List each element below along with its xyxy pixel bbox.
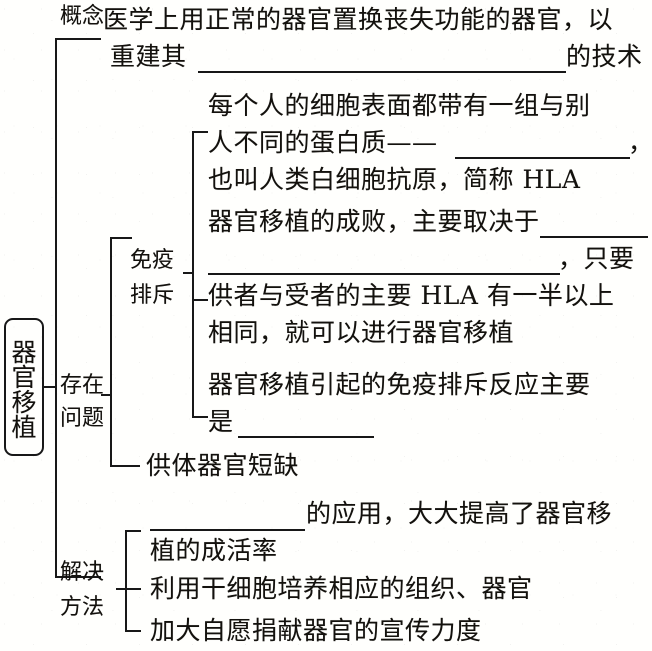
problem-shortage-text: 供体器官短缺 <box>146 451 300 480</box>
solution-item2-line1: 利用干细胞培养相应的组织、器官 <box>150 574 533 603</box>
sub-label-immune-line2: 排斥 <box>130 283 175 308</box>
immune-item3-blank <box>238 436 374 438</box>
spine-top-elbow <box>55 38 101 40</box>
immune-item3-line2: 是 <box>208 407 234 436</box>
concept-blank-1 <box>198 71 566 73</box>
solutions-sub-spine <box>125 530 127 630</box>
immune-item2-blank-b <box>208 273 560 275</box>
immune-item1-line3: 也叫人类白细胞抗原，简称 HLA <box>208 165 581 194</box>
root-node-box: 器官移植 <box>4 318 44 456</box>
solutions-spine-connector <box>116 588 126 590</box>
root-stem-connector <box>44 386 56 388</box>
branch-label-problems-line2: 问题 <box>60 406 105 431</box>
solutions-elbow-item1 <box>125 530 141 532</box>
main-spine <box>55 38 57 578</box>
immune-elbow-item2 <box>192 299 208 301</box>
problems-elbow-immune <box>110 237 132 239</box>
shortage-leader-dash <box>124 465 140 467</box>
solution-item1-line1-tail: 的应用，大大提高了器官移 <box>306 499 613 528</box>
branch-label-concept: 概念 <box>60 4 105 29</box>
branch-label-solutions-line1: 解决 <box>60 560 105 585</box>
problems-spine-connector <box>101 394 111 396</box>
sub-label-immune-line1: 免疫 <box>130 248 175 273</box>
problems-elbow-shortage <box>110 465 132 467</box>
immune-elbow-item1 <box>192 131 208 133</box>
immune-item1-line2: 人不同的蛋白质—— <box>208 128 438 157</box>
branch-label-solutions-line2: 方法 <box>60 595 105 620</box>
immune-sub-spine <box>192 131 194 416</box>
concept-text-line2: 重建其 <box>110 42 187 71</box>
immune-item3-line1: 器官移植引起的免疫排斥反应主要 <box>208 370 591 399</box>
immune-item1-line1: 每个人的细胞表面都带有一组与别 <box>208 91 591 120</box>
problems-sub-spine <box>110 237 112 467</box>
immune-item1-blank <box>455 157 630 159</box>
immune-item2-line4: 相同，就可以进行器官移植 <box>208 318 515 347</box>
spine-bottom-elbow <box>55 576 101 578</box>
solution-item1-line2: 植的成活率 <box>150 536 278 565</box>
immune-item2-line1: 器官移植的成败，主要取决于 <box>208 207 540 236</box>
immune-spine-connector <box>183 272 193 274</box>
branch-label-problems-line1: 存在 <box>60 373 105 398</box>
immune-elbow-item3 <box>192 416 208 418</box>
solutions-elbow-item2 <box>125 588 141 590</box>
root-node-label: 器官移植 <box>8 339 37 439</box>
immune-item1-line2-tail: ， <box>628 128 652 157</box>
immune-item2-blank-a <box>540 236 648 238</box>
concept-text-line1: 医学上用正常的器官置换丧失功能的器官，以 <box>103 5 614 34</box>
solution-item3-line1: 加大自愿捐献器官的宣传力度 <box>150 616 482 645</box>
concept-text-line2-tail: 的技术 <box>566 42 643 71</box>
immune-item2-line2-tail: ，只要 <box>558 244 635 273</box>
immune-item2-line3: 供者与受者的主要 HLA 有一半以上 <box>208 281 615 310</box>
solution-item1-blank <box>150 529 305 531</box>
solutions-elbow-item3 <box>125 630 141 632</box>
